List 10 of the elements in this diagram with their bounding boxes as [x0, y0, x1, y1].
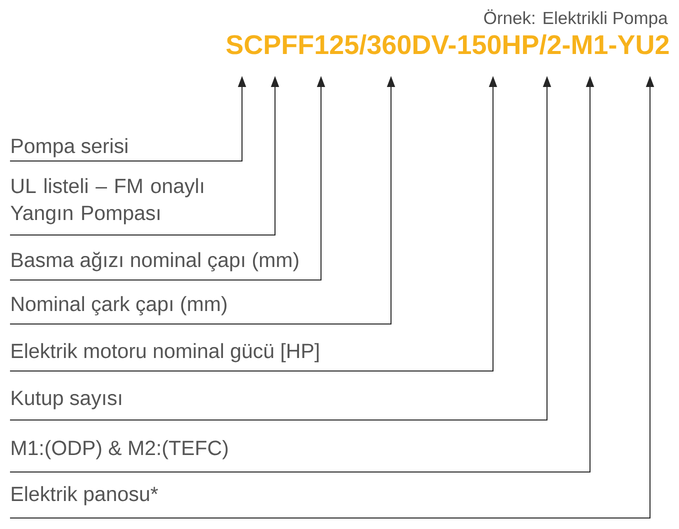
description-text: Elektrik motoru nominal gücü [HP] [12, 343, 319, 362]
description-text: M1:(ODP) & M2:(TEFC) [12, 440, 228, 460]
description-text: Nominal çark çapı (mm) [12, 296, 226, 316]
model-code: SCPFF125/360DV-150HP/2-M1-YU2 [226, 34, 669, 55]
description-text: Basma ağızı nominal çapı (mm) [12, 252, 298, 272]
description-text: UL listeli – FM onaylı Yangın Pompası [10, 178, 204, 224]
example-caption: Örnek: Elektrikli Pompa [484, 9, 668, 28]
description-text: Kutup sayısı [12, 390, 122, 410]
description-text: Elektrik panosu* [12, 486, 158, 506]
description-text: Pompa serisi [12, 138, 128, 158]
